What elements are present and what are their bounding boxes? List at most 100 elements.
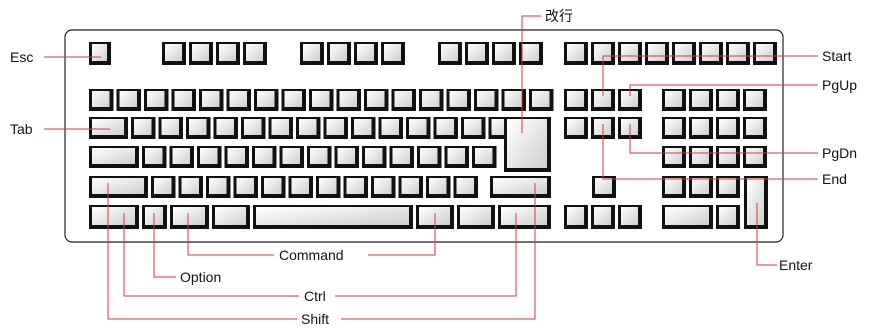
key bbox=[117, 89, 142, 111]
key-function bbox=[465, 42, 489, 65]
key bbox=[269, 117, 294, 139]
key-face bbox=[507, 119, 547, 168]
key-numpad bbox=[716, 89, 740, 111]
key bbox=[142, 146, 167, 168]
key bbox=[296, 117, 321, 139]
key-space bbox=[253, 205, 413, 229]
key-face bbox=[189, 119, 207, 135]
key bbox=[307, 146, 332, 168]
callout-esc: Esc bbox=[10, 49, 33, 65]
key bbox=[371, 176, 396, 198]
key-face bbox=[746, 91, 763, 107]
key-function bbox=[618, 42, 642, 65]
key-face bbox=[441, 44, 458, 61]
key-face bbox=[173, 207, 205, 225]
key-face bbox=[299, 119, 317, 135]
key bbox=[197, 146, 222, 168]
key-command bbox=[170, 205, 209, 229]
key-face bbox=[532, 91, 550, 107]
key bbox=[186, 117, 211, 139]
key-face bbox=[393, 148, 411, 164]
key bbox=[172, 89, 197, 111]
key-face bbox=[567, 91, 584, 107]
key-face bbox=[134, 119, 152, 135]
key bbox=[529, 89, 554, 111]
key-face bbox=[429, 178, 447, 194]
key bbox=[324, 117, 349, 139]
key bbox=[364, 89, 389, 111]
callout-pgdn: PgDn bbox=[822, 145, 857, 161]
key-nav bbox=[564, 205, 588, 229]
key-face bbox=[367, 91, 385, 107]
key bbox=[261, 176, 286, 198]
key-face bbox=[338, 148, 356, 164]
key-return bbox=[504, 117, 551, 172]
key-face bbox=[756, 44, 773, 61]
key bbox=[225, 146, 250, 168]
key-face bbox=[354, 119, 372, 135]
key-face bbox=[228, 148, 246, 164]
key-numpad bbox=[743, 89, 767, 111]
key-nav bbox=[591, 205, 615, 229]
key-face bbox=[567, 207, 584, 225]
key-function bbox=[216, 42, 240, 65]
callout-enter: Enter bbox=[779, 257, 813, 273]
key-face bbox=[675, 44, 692, 61]
key-function bbox=[243, 42, 267, 65]
key-face bbox=[330, 44, 347, 61]
key-face bbox=[120, 91, 138, 107]
key-face bbox=[505, 91, 523, 107]
key-face bbox=[729, 44, 746, 61]
key-face bbox=[175, 91, 193, 107]
key bbox=[337, 89, 362, 111]
key-face bbox=[450, 91, 468, 107]
key-face bbox=[154, 178, 172, 194]
key-nav bbox=[564, 117, 588, 139]
key-face bbox=[246, 44, 263, 61]
key bbox=[426, 176, 451, 198]
key bbox=[335, 146, 360, 168]
key-face bbox=[292, 178, 310, 194]
key-function bbox=[189, 42, 213, 65]
key-face bbox=[747, 178, 764, 225]
key-face bbox=[567, 44, 584, 61]
key-face bbox=[409, 119, 427, 135]
key-face bbox=[567, 119, 584, 135]
key-face bbox=[209, 178, 227, 194]
key bbox=[379, 117, 404, 139]
key-face bbox=[402, 178, 420, 194]
key bbox=[227, 89, 252, 111]
key-face bbox=[594, 207, 611, 225]
key-face bbox=[215, 207, 246, 225]
callout-start: Start bbox=[822, 48, 852, 64]
key bbox=[417, 146, 442, 168]
key-face bbox=[237, 178, 255, 194]
key bbox=[472, 146, 497, 168]
key-face bbox=[464, 119, 482, 135]
key bbox=[254, 89, 279, 111]
key bbox=[454, 176, 479, 198]
key-function bbox=[519, 42, 543, 65]
key-face bbox=[595, 178, 612, 194]
key-function bbox=[300, 42, 324, 65]
key-face bbox=[303, 44, 320, 61]
key-function bbox=[162, 42, 186, 65]
key-face bbox=[477, 91, 495, 107]
key bbox=[252, 146, 277, 168]
key bbox=[457, 205, 495, 229]
key-face bbox=[357, 44, 374, 61]
key bbox=[362, 146, 387, 168]
key bbox=[351, 117, 376, 139]
key-face bbox=[648, 44, 665, 61]
key-face bbox=[257, 91, 275, 107]
key-tab bbox=[89, 117, 128, 139]
key bbox=[474, 89, 499, 111]
key-face bbox=[475, 148, 493, 164]
key-face bbox=[92, 178, 144, 194]
key-function bbox=[438, 42, 462, 65]
key-face bbox=[437, 119, 455, 135]
callout-pgup: PgUp bbox=[822, 77, 857, 93]
key-face bbox=[719, 178, 736, 194]
key-face bbox=[312, 91, 330, 107]
key-numpad bbox=[689, 146, 713, 168]
